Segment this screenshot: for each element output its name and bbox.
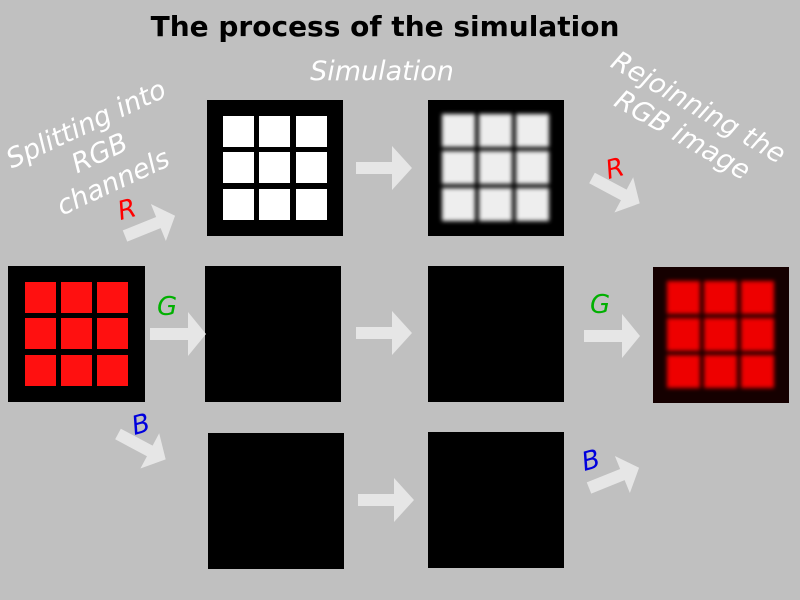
split-arrow-green: [148, 306, 208, 366]
sim-arrow-red: [354, 140, 414, 200]
red-channel-simulated: [428, 100, 564, 236]
split-arrow-blue: [114, 420, 184, 490]
split-arrow-red: [120, 178, 180, 248]
rejoin-arrow-green: [582, 308, 642, 368]
green-channel-input: [205, 266, 341, 402]
page-title: The process of the simulation: [150, 10, 620, 43]
output-rgb-image: [653, 267, 789, 403]
output-grid: [667, 281, 774, 388]
red-simulated-grid: [442, 114, 549, 221]
input-rgb-image: [8, 266, 145, 402]
blue-channel-simulated: [428, 432, 564, 568]
sim-arrow-blue: [356, 472, 416, 532]
rejoin-label-g: G: [590, 290, 611, 320]
simulation-label: Simulation: [310, 56, 454, 87]
input-grid: [25, 282, 128, 386]
sim-arrow-green: [354, 305, 414, 365]
rejoin-arrow-red: [588, 164, 658, 234]
red-channel-input: [207, 100, 343, 236]
rejoin-arrow-blue: [584, 440, 644, 510]
split-label-g: G: [157, 292, 178, 322]
red-channel-grid: [223, 116, 327, 220]
green-channel-simulated: [428, 266, 564, 402]
blue-channel-input: [208, 433, 344, 569]
